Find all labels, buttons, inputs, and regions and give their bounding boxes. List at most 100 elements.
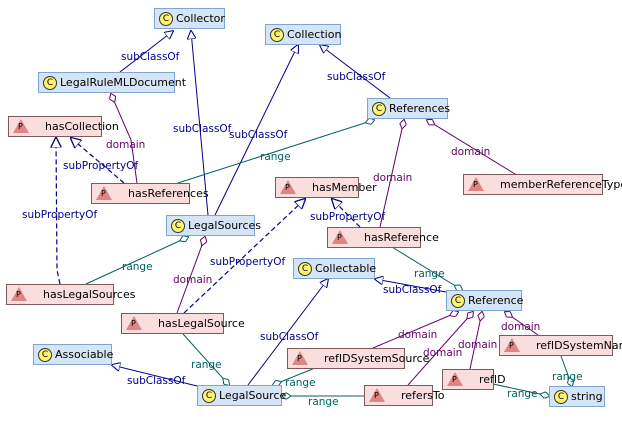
- class-node-associable[interactable]: C Associable: [33, 344, 114, 365]
- class-icon: C: [554, 389, 568, 404]
- class-icon: C: [298, 261, 312, 276]
- edge-label-range: range: [122, 261, 153, 273]
- property-node-hasreference[interactable]: P hasReference: [327, 227, 439, 248]
- edge-hasreferences-hascollection: [71, 138, 125, 184]
- edge-refidsystemname-domain-reference: [505, 312, 539, 336]
- property-node-hasreferences[interactable]: P hasReferences: [91, 183, 209, 204]
- property-node-haslegalsources[interactable]: P hasLegalSources: [6, 284, 135, 305]
- property-icon-letter: P: [285, 182, 290, 192]
- class-node-legalrulemldocument[interactable]: C LegalRuleMLDocument: [38, 72, 186, 93]
- edge-memberreferencetype-domain-references: [427, 120, 516, 175]
- edge-refidsystemsource-range-legalsource: [273, 367, 316, 385]
- node-label: Reference: [468, 294, 524, 307]
- node-label: Collectable: [315, 262, 377, 275]
- property-icon: P: [96, 185, 112, 200]
- edge-hashaslegalsources-hascollection: [56, 138, 60, 285]
- node-label: hasReference: [364, 231, 439, 244]
- property-node-refersto[interactable]: P refersTo: [364, 385, 445, 406]
- property-icon: P: [280, 179, 296, 194]
- property-icon: P: [504, 337, 520, 352]
- node-label: LegalRuleMLDocument: [60, 76, 187, 89]
- edge-label-domain: domain: [173, 274, 212, 286]
- property-icon: P: [11, 286, 27, 301]
- class-node-legalsource[interactable]: C LegalSource: [197, 385, 286, 406]
- property-node-refidsystemname[interactable]: P refIDSystemName: [499, 335, 622, 356]
- edge-label-subclassof: subClassOf: [327, 71, 386, 83]
- property-icon: P: [292, 350, 308, 365]
- edge-refidsystemname-range-string: [560, 355, 572, 386]
- node-label: LegalSource: [219, 389, 287, 402]
- edge-label-range: range: [507, 388, 538, 400]
- edge-label-range: range: [552, 371, 583, 383]
- property-icon-letter: P: [374, 390, 379, 400]
- edge-haslegalsource-range-legalsource: [182, 333, 229, 385]
- class-icon: C: [451, 293, 465, 308]
- property-node-memberreferencetype[interactable]: P memberReferenceType: [463, 174, 622, 195]
- edge-label-domain: domain: [106, 139, 145, 151]
- edge-haslegalsource-domain-legalsources: [176, 237, 205, 314]
- property-icon: P: [468, 176, 484, 191]
- node-label: hasCollection: [45, 120, 119, 133]
- edge-refidsystemsource-domain-reference: [372, 312, 458, 349]
- edge-label-subpropertyof: subPropertyOf: [310, 211, 385, 223]
- property-node-refid[interactable]: P refID: [442, 369, 506, 390]
- class-icon: C: [202, 388, 216, 403]
- node-label: memberReferenceType: [500, 178, 622, 191]
- class-icon: C: [171, 218, 185, 233]
- property-node-haslegalsource[interactable]: P hasLegalSource: [121, 313, 245, 334]
- class-node-collector[interactable]: C Collector: [154, 8, 225, 29]
- class-icon: C: [372, 101, 386, 116]
- class-icon: C: [270, 27, 284, 42]
- node-label: hasMember: [312, 181, 377, 194]
- class-node-reference[interactable]: C Reference: [446, 290, 524, 311]
- class-node-collection[interactable]: C Collection: [265, 24, 341, 45]
- node-label: refIDSystemName: [536, 339, 622, 352]
- class-node-string[interactable]: C string: [549, 386, 605, 407]
- edge-refid-range-string: [492, 383, 549, 396]
- edge-hasreferences-range-references: [177, 120, 374, 184]
- property-icon-letter: P: [131, 318, 136, 328]
- edge-legalsource-collectable: [247, 279, 328, 386]
- edge-legalsources-collector: [191, 31, 209, 216]
- edge-label-range: range: [191, 359, 222, 371]
- property-node-hasmember[interactable]: P hasMember: [275, 177, 377, 198]
- edge-label-subclassof: subClassOf: [229, 129, 288, 141]
- edge-hasreference-domain-references: [379, 120, 404, 228]
- node-label: hasLegalSources: [43, 288, 136, 301]
- edge-label-subpropertyof: subPropertyOf: [63, 160, 138, 172]
- edge-haslegalsource-hasmember: [183, 199, 305, 314]
- property-icon: P: [332, 229, 348, 244]
- node-label: Associable: [55, 348, 114, 361]
- edge-legalrulemldocument-collector: [119, 31, 173, 73]
- node-label: References: [389, 102, 451, 115]
- edge-label-subpropertyof: subPropertyOf: [210, 256, 285, 268]
- property-icon-letter: P: [473, 179, 478, 189]
- edge-label-range: range: [308, 396, 339, 408]
- edge-reference-collectable: [375, 279, 447, 293]
- edge-label-subclassof: subClassOf: [121, 51, 180, 63]
- property-icon-letter: P: [509, 340, 514, 350]
- node-label: hasLegalSource: [158, 317, 245, 330]
- property-icon: P: [126, 315, 142, 330]
- edge-references-collection: [320, 45, 391, 99]
- node-label: LegalSources: [188, 219, 261, 232]
- node-label: Collection: [287, 28, 342, 41]
- class-icon: C: [38, 347, 52, 362]
- class-icon: C: [159, 11, 173, 26]
- edge-label-range: range: [260, 151, 291, 163]
- edge-label-range: range: [414, 268, 445, 280]
- edge-haslegalsources-range-legalsources: [85, 237, 188, 285]
- property-icon-letter: P: [16, 289, 21, 299]
- edge-label-domain: domain: [451, 146, 490, 158]
- class-node-references[interactable]: C References: [367, 98, 451, 119]
- property-node-hascollection[interactable]: P hasCollection: [8, 116, 119, 137]
- property-node-refidsystemsource[interactable]: P refIDSystemSource: [287, 348, 429, 369]
- class-node-legalsources[interactable]: C LegalSources: [166, 215, 261, 236]
- node-label: hasReferences: [128, 187, 209, 200]
- class-node-collectable[interactable]: C Collectable: [293, 258, 377, 279]
- edge-label-domain: domain: [398, 329, 437, 341]
- node-label: refID: [479, 373, 506, 386]
- property-icon-letter: P: [297, 353, 302, 363]
- edge-label-range: range: [285, 377, 316, 389]
- edge-label-domain: domain: [501, 321, 540, 333]
